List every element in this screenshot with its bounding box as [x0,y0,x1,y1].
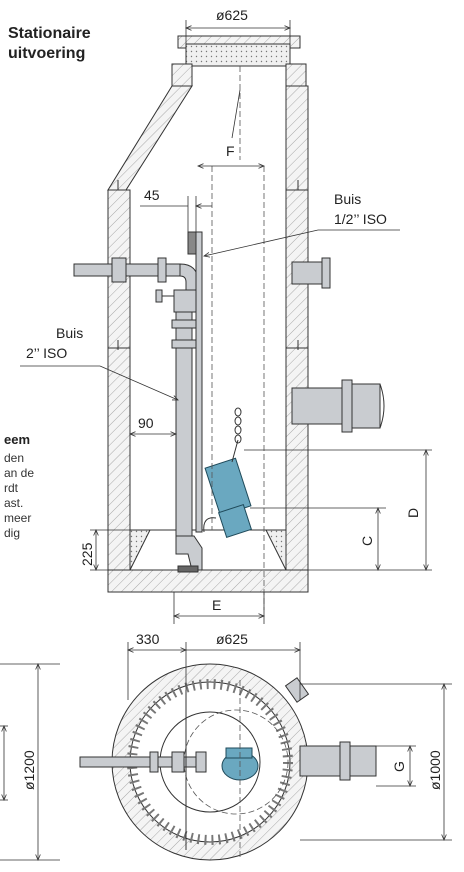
dim-330: 330 [136,631,160,647]
inlet-pipe [291,387,343,425]
riser-wall-right [285,85,309,191]
dim-D: D [405,508,421,518]
plan-dimensions: 330 ø625 ø1200 ø1000 G [0,631,452,860]
label-pipe-two-1: Buis [56,325,83,341]
cover-ring-left [171,63,193,87]
guide-bracket [187,231,197,255]
title-line-1: Stationaire [8,25,91,42]
dim-inner-diameter: ø1000 [427,750,443,790]
side-text-4: ast. [4,496,23,510]
dim-C: C [359,536,375,546]
side-text-2: an de [4,466,34,480]
benching-left [129,529,151,571]
bottom-slab [107,569,309,593]
shaft-wall-right [285,189,309,571]
shaft-wall-left [107,189,131,571]
pipe-bend [179,263,199,293]
plan-vent-pipe [284,677,310,703]
cover-lid [185,43,291,67]
dim-plan-diameter: ø625 [216,631,248,647]
cone-wall-left [107,85,193,191]
dim-top-diameter: ø625 [216,7,248,23]
section-dimensions: ø625 F 45 Buis 1/2’’ ISO Buis 2’’ ISO 90… [20,7,432,624]
dim-E: E [212,597,221,613]
cover-ring-right [285,63,307,87]
side-heading: eem [4,432,30,447]
dim-G: G [391,761,407,772]
dim-outer-diameter: ø1200 [21,750,37,790]
wall-sleeve [111,257,127,283]
section-view [73,35,385,610]
side-text-6: dig [4,526,20,540]
guide-pipe [195,231,203,533]
lifting-chain [234,407,242,444]
side-text-5: meer [4,511,31,525]
submersible-pump [203,439,253,539]
dim-225: 225 [79,542,95,566]
label-pipe-half-1: Buis [334,191,361,207]
vent-pipe [291,261,323,285]
dim-45: 45 [144,187,160,203]
side-text-1: den [4,451,24,465]
dim-F: F [226,143,235,159]
valve [173,289,197,313]
plan-inlet-pipe [299,745,341,777]
benching-right [265,529,287,571]
label-pipe-two-2: 2’’ ISO [26,345,67,361]
dim-90: 90 [138,415,154,431]
plan-view [79,663,377,861]
duck-foot [175,535,203,571]
label-pipe-half-2: 1/2’’ ISO [334,211,387,227]
side-text-3: rdt [4,481,19,495]
title-line-2: uitvoering [8,45,85,62]
